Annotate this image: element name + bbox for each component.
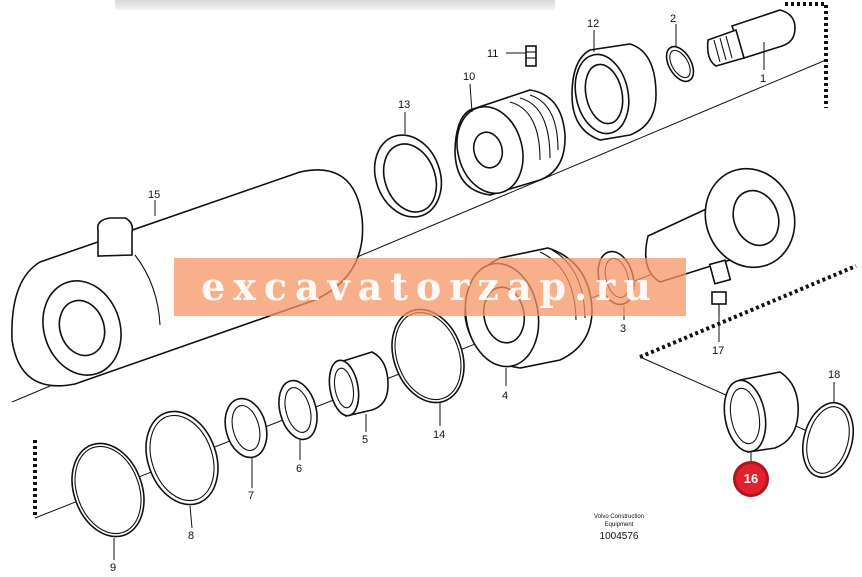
label-part-10: 10 <box>463 71 475 83</box>
label-part-16-highlighted: 16 <box>743 471 759 486</box>
part-8-ring <box>145 410 219 506</box>
part-10-piston <box>454 89 566 196</box>
part-9-o-ring <box>71 442 145 538</box>
part-2-o-ring <box>665 45 695 83</box>
top-scrollbar-remnant <box>115 0 555 10</box>
label-part-1: 1 <box>760 73 766 85</box>
label-part-11: 11 <box>487 48 498 60</box>
part-12-bearing-ring <box>571 43 657 141</box>
part-17-grease-nipple <box>711 291 727 316</box>
frame-dashed-top <box>785 2 828 108</box>
watermark-band <box>174 258 686 316</box>
part-14-o-ring <box>391 308 465 404</box>
part-16-bushing <box>723 371 799 453</box>
watermark-text: excavatorzap.ru <box>201 264 659 309</box>
label-part-3: 3 <box>620 323 626 335</box>
label-part-7: 7 <box>248 490 254 502</box>
part-5-bushing <box>328 351 389 417</box>
manufacturer-caption: Volvo Construction Equipment <box>593 514 645 528</box>
label-part-13: 13 <box>398 99 410 111</box>
label-part-18: 18 <box>828 369 840 381</box>
part-11-set-screw <box>525 45 537 67</box>
part-1-fitting <box>706 9 796 67</box>
part-13-ring <box>373 134 443 218</box>
label-part-8: 8 <box>188 530 194 542</box>
part-7-ring <box>224 397 268 459</box>
label-part-2: 2 <box>670 13 676 25</box>
part-18-ring <box>802 401 854 479</box>
label-part-4: 4 <box>502 390 508 402</box>
label-part-12: 12 <box>587 18 599 30</box>
label-part-14: 14 <box>433 429 445 441</box>
label-part-6: 6 <box>296 463 302 475</box>
document-number: 1004576 <box>599 531 639 542</box>
part-6-ring <box>278 379 318 441</box>
label-part-15: 15 <box>148 189 160 201</box>
label-part-17: 17 <box>712 345 724 357</box>
highlight-callout-circle <box>733 461 769 497</box>
label-part-9: 9 <box>110 562 116 574</box>
label-part-5: 5 <box>362 434 368 446</box>
